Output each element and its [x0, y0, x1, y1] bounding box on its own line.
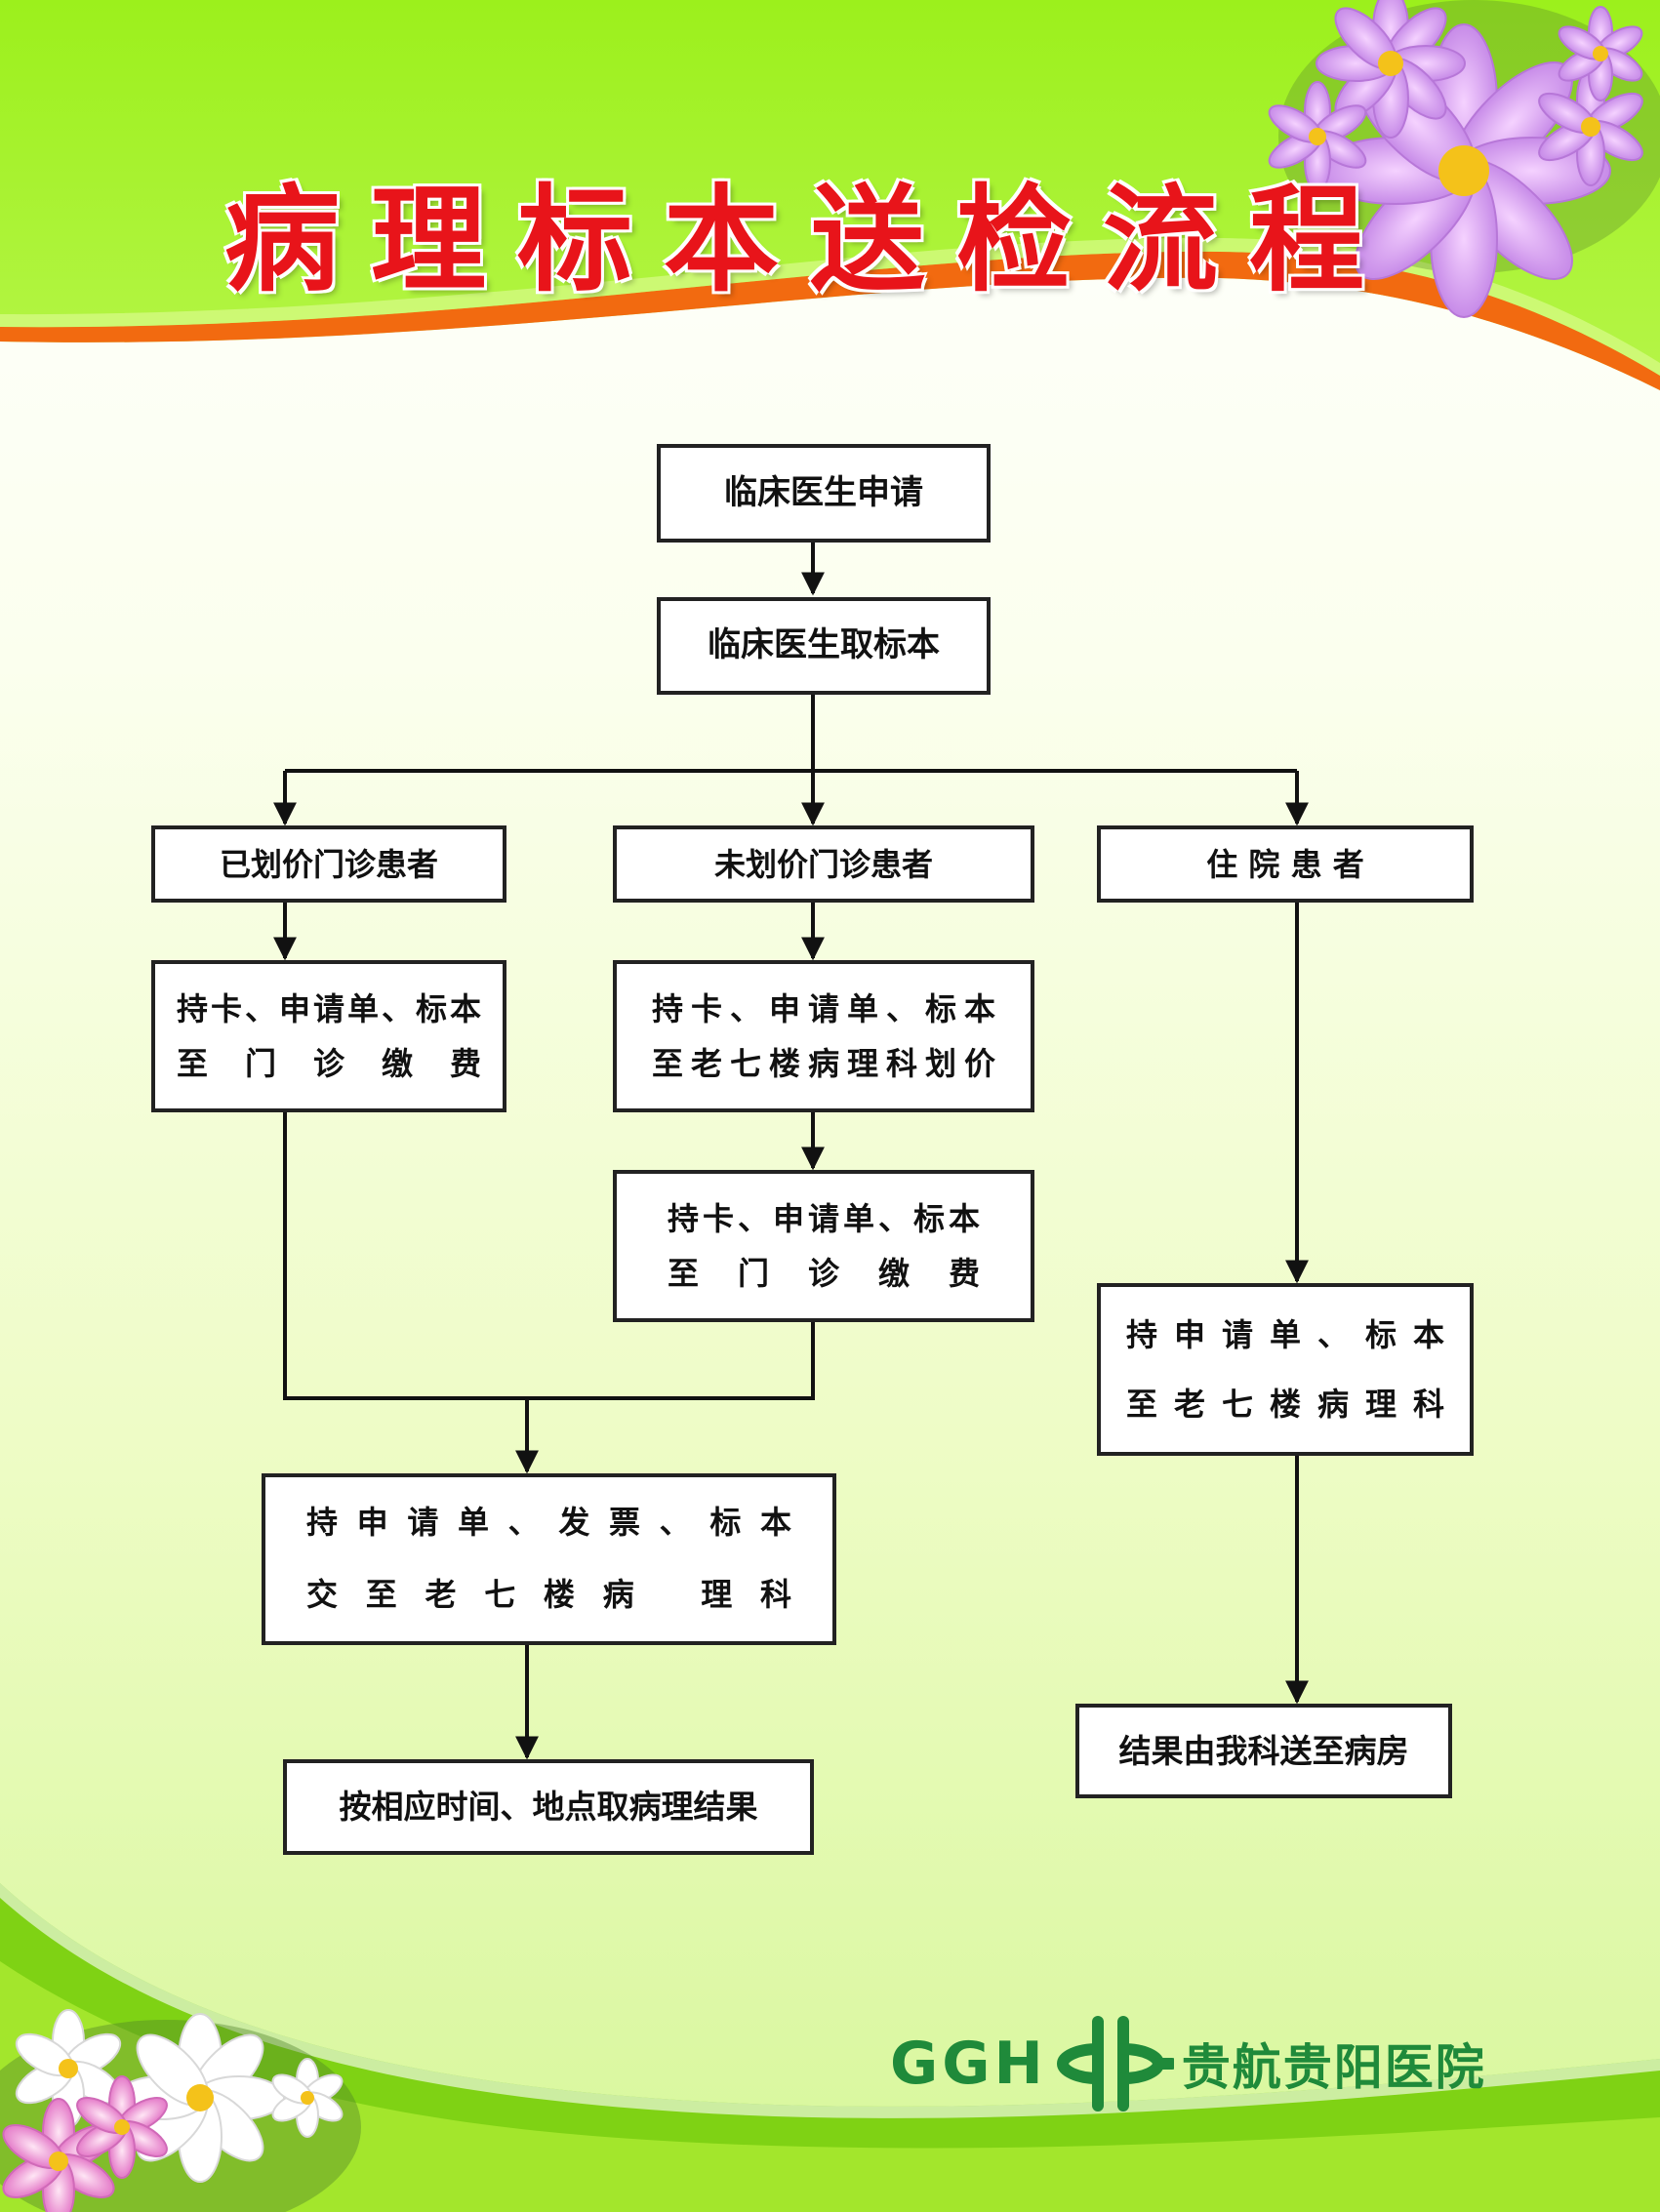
node-ward-result: 结果由我科送至病房	[1075, 1704, 1452, 1798]
node-inpatient-submit: 持申请单、标本至老七楼病理科	[1097, 1283, 1474, 1456]
node-text-line: 持卡、申请单、标本	[668, 1200, 980, 1237]
page-title: 病理标本送检流程	[224, 173, 1397, 307]
hospital-name: 贵航贵阳医院	[1181, 2039, 1486, 2096]
node-unpriced-outpatient: 未划价门诊患者	[613, 825, 1034, 903]
hospital-logo: GGH 贵航贵阳医院	[890, 2010, 1486, 2117]
node-clinician-take-specimen: 临床医生取标本	[657, 597, 991, 695]
node-priced-outpatient: 已划价门诊患者	[151, 825, 506, 903]
cross-logo-icon	[1056, 2016, 1174, 2111]
node-priced-pay: 持卡、申请单、标本至 门 诊 缴 费	[151, 960, 506, 1112]
node-text-line: 至老七楼病理科划价	[652, 1045, 995, 1082]
node-text-line: 未划价门诊患者	[713, 845, 933, 883]
header-swoosh-orange	[0, 251, 1660, 390]
node-text-line: 持卡、申请单、标本	[652, 990, 995, 1027]
flowers-top-right-icon	[1268, 0, 1660, 318]
node-unpriced-price: 持卡、申请单、标本至老七楼病理科划价	[613, 960, 1034, 1112]
header-band	[0, 0, 1660, 390]
node-text-line: 按相应时间、地点取病理结果	[339, 1788, 758, 1827]
node-text-line: 已划价门诊患者	[219, 845, 438, 883]
node-text-line: 临床医生取标本	[708, 625, 940, 665]
connector-merge	[283, 1112, 815, 1400]
node-get-result: 按相应时间、地点取病理结果	[283, 1759, 814, 1855]
node-text-line: 至 门 诊 缴 费	[668, 1255, 980, 1292]
node-clinician-apply: 临床医生申请	[657, 444, 991, 543]
node-unpriced-pay: 持卡、申请单、标本至 门 诊 缴 费	[613, 1170, 1034, 1322]
node-inpatient: 住 院 患 者	[1097, 825, 1474, 903]
node-submit-invoice: 持申请单、发票、标本交至老七楼病 理科	[262, 1473, 836, 1645]
node-text-line: 交至老七楼病 理科	[306, 1576, 791, 1613]
flowers-bottom-left-icon	[0, 2009, 361, 2212]
node-text-line: 持申请单、发票、标本	[306, 1504, 791, 1542]
node-text-line: 临床医生申请	[724, 472, 923, 512]
node-text-line: 至 门 诊 缴 费	[177, 1045, 481, 1082]
node-text-line: 结果由我科送至病房	[1118, 1731, 1409, 1770]
node-text-line: 住 院 患 者	[1206, 845, 1364, 883]
node-text-line: 持申请单、标本	[1126, 1316, 1444, 1354]
logo-abbreviation: GGH	[890, 2030, 1047, 2098]
node-text-line: 至老七楼病理科	[1126, 1385, 1444, 1423]
node-text-line: 持卡、申请单、标本	[177, 990, 481, 1027]
